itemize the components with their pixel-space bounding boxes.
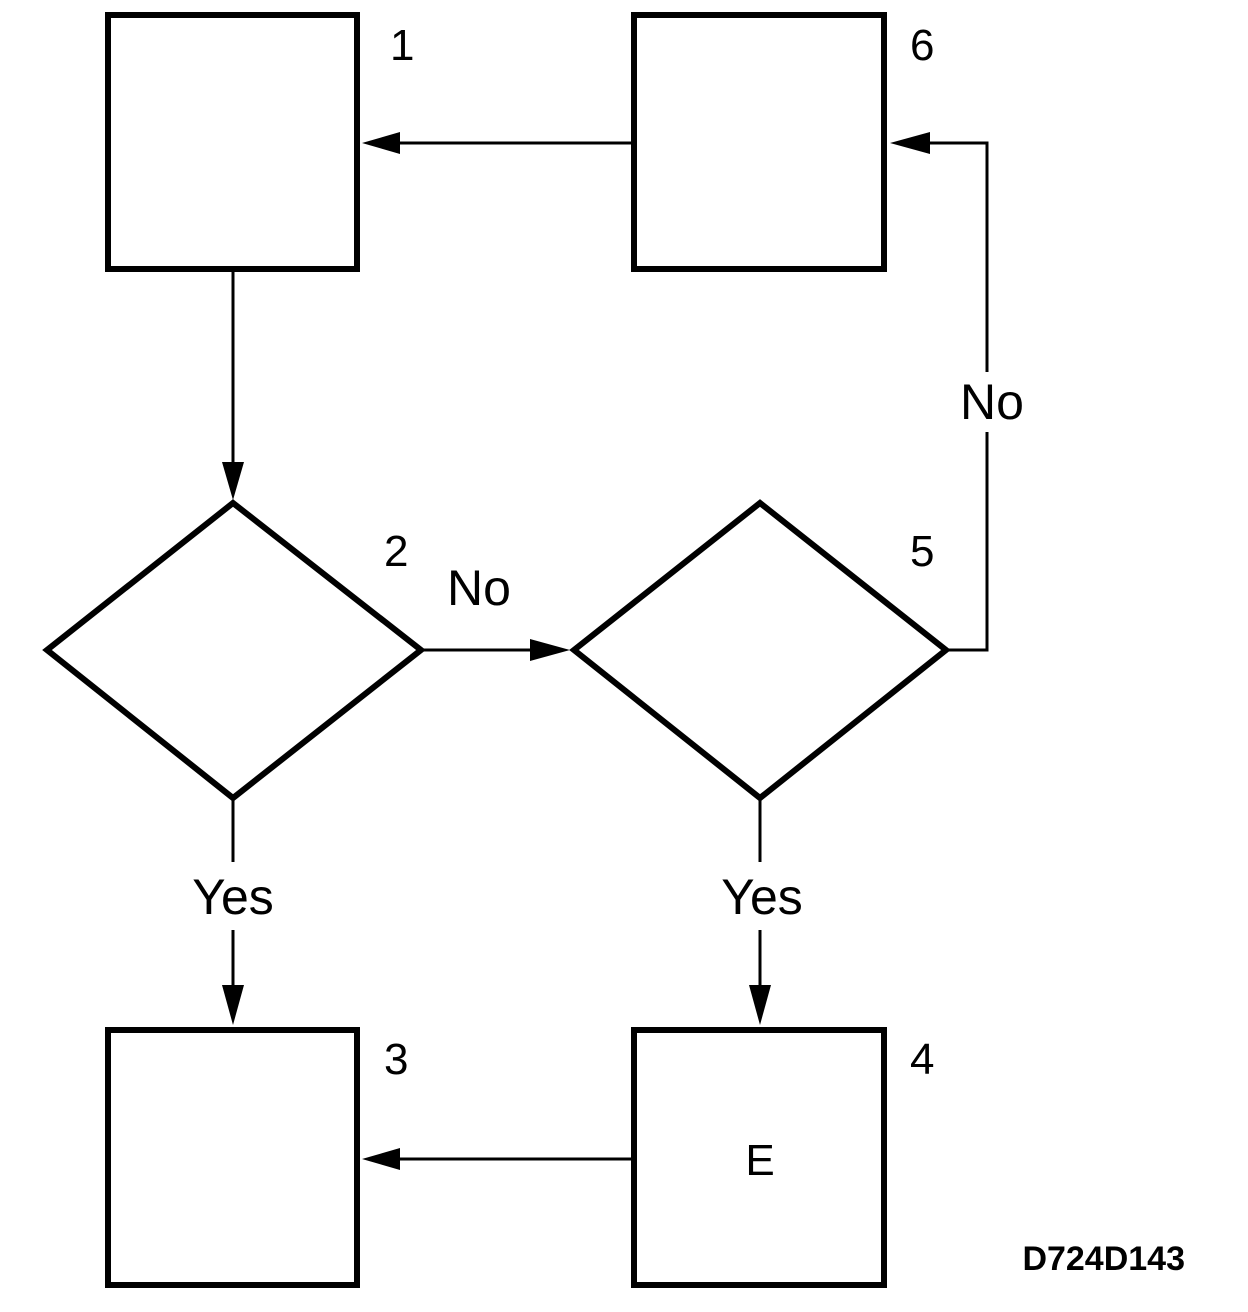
edge-5-to-6-arrowhead [890, 132, 930, 154]
edge-1-to-2-arrowhead [222, 462, 244, 500]
node-2-number: 2 [384, 527, 408, 576]
node-6-box [631, 12, 887, 272]
node-4-text: E [745, 1136, 774, 1185]
node-2-diamond [42, 499, 426, 802]
edge-5-to-6-lower [946, 432, 989, 652]
edge-2-to-3-label: Yes [192, 869, 274, 925]
node-1-box [105, 12, 360, 272]
edge-6-to-1-arrowhead [362, 132, 400, 154]
node-3-number: 3 [384, 1035, 408, 1084]
edge-5-to-6-upper [925, 141, 989, 372]
edge-2-to-3-arrowhead [222, 985, 244, 1025]
node-1-number: 1 [390, 21, 414, 70]
figure-code: D724D143 [1022, 1240, 1185, 1278]
node-6-number: 6 [910, 21, 934, 70]
node-5-number: 5 [910, 527, 934, 576]
edge-5-to-4-label: Yes [721, 869, 803, 925]
edge-4-to-3-arrowhead [362, 1148, 400, 1170]
node-5-diamond [569, 499, 951, 802]
edge-5-to-6-label: No [960, 374, 1024, 430]
edge-2-to-5-label: No [447, 560, 511, 616]
edge-2-to-5-arrowhead [530, 639, 570, 661]
node-3-box [105, 1027, 360, 1288]
node-4-number: 4 [910, 1035, 934, 1084]
edge-5-to-4-arrowhead [749, 985, 771, 1025]
